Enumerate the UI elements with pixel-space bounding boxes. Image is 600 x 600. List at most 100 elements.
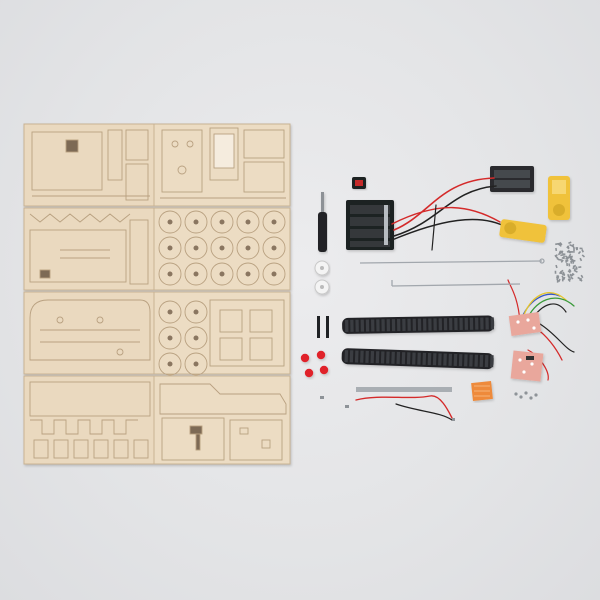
screw xyxy=(581,254,586,258)
screw xyxy=(565,259,569,264)
wooden-wheel-disc xyxy=(158,236,182,260)
screw xyxy=(572,260,575,264)
wooden-wheel-disc xyxy=(210,210,234,234)
screw xyxy=(579,247,583,250)
screw xyxy=(562,276,566,281)
screw xyxy=(569,243,573,247)
wooden-wheel-disc xyxy=(236,210,260,234)
wooden-wheel-disc xyxy=(262,210,286,234)
screw xyxy=(569,250,573,253)
orange-sticky-pad xyxy=(471,381,493,401)
screw xyxy=(560,250,564,254)
screw xyxy=(579,278,583,282)
wooden-wheel-disc xyxy=(262,236,286,260)
white-pulleys xyxy=(314,260,330,295)
screw xyxy=(573,268,576,272)
receiver-pcb xyxy=(508,312,542,336)
metal-axles xyxy=(359,258,545,287)
screw xyxy=(560,269,564,273)
screw xyxy=(573,248,575,252)
wooden-wheel-disc xyxy=(158,210,182,234)
wooden-wheel-disc xyxy=(184,352,208,376)
battery-holder-2aa xyxy=(490,166,534,192)
wooden-wheel-disc xyxy=(158,326,182,350)
wooden-wheel-disc xyxy=(262,262,286,286)
wooden-wheel-disc xyxy=(158,352,182,376)
screw xyxy=(561,256,565,260)
gear-motor-2 xyxy=(499,219,547,243)
screw xyxy=(580,274,584,279)
plywood-sheet-7 xyxy=(153,291,291,375)
screw xyxy=(554,270,557,274)
screw xyxy=(560,254,564,257)
wooden-wheel-disc xyxy=(210,262,234,286)
wooden-wheel-disc xyxy=(236,262,260,286)
tiny-screws xyxy=(514,391,538,400)
screw xyxy=(555,264,558,269)
screw xyxy=(555,247,558,252)
screw xyxy=(559,258,563,261)
screw xyxy=(567,270,571,274)
wooden-wheel-disc xyxy=(184,300,208,324)
screw xyxy=(579,257,583,262)
metal-strip xyxy=(356,387,452,392)
screw xyxy=(577,250,582,255)
screw xyxy=(570,258,574,261)
controller-pcb xyxy=(510,350,544,382)
screw xyxy=(569,273,573,277)
screw xyxy=(581,249,584,253)
screwdriver xyxy=(318,192,327,252)
screw xyxy=(556,279,559,283)
wooden-wheel-disc xyxy=(158,300,182,324)
screw xyxy=(576,247,579,251)
wooden-wheel-disc xyxy=(184,210,208,234)
tank-tracks xyxy=(341,315,495,370)
screw xyxy=(557,278,561,283)
plywood-sheet-1 xyxy=(23,123,155,207)
wooden-wheel-disc xyxy=(184,236,208,260)
track-belt xyxy=(342,315,495,334)
screw xyxy=(568,253,572,258)
screw xyxy=(568,268,572,273)
red-beads xyxy=(300,350,329,378)
screw xyxy=(554,254,558,257)
screw xyxy=(555,243,559,246)
screw xyxy=(575,266,578,270)
screw xyxy=(568,241,572,244)
wooden-wheel-disc xyxy=(158,262,182,286)
screw xyxy=(578,266,582,269)
plywood-sheet-3 xyxy=(23,291,155,375)
screw xyxy=(567,256,572,259)
gear-motor-1 xyxy=(548,176,570,220)
rocker-switch xyxy=(352,177,366,189)
wooden-wheel-disc xyxy=(210,236,234,260)
screw xyxy=(568,263,571,267)
wooden-wheel-disc xyxy=(184,326,208,350)
screw xyxy=(561,273,566,277)
screw xyxy=(567,278,572,281)
screw xyxy=(572,245,575,249)
screw xyxy=(559,242,563,246)
small-metal-parts xyxy=(320,396,455,421)
screw xyxy=(556,275,560,279)
screw xyxy=(577,276,581,280)
screw-pile xyxy=(554,241,586,283)
screw xyxy=(572,264,577,268)
screw xyxy=(566,262,569,267)
screw xyxy=(567,275,571,279)
wooden-wheel-disc xyxy=(184,262,208,286)
screw xyxy=(571,272,574,277)
screw xyxy=(566,246,570,250)
battery-holder-4aa xyxy=(346,200,394,250)
screw xyxy=(557,252,562,256)
laser-cut-plywood-sheets xyxy=(23,123,291,465)
screw xyxy=(571,251,575,253)
screw xyxy=(559,272,563,275)
track-belt xyxy=(341,348,494,370)
screw xyxy=(570,276,574,280)
black-pins xyxy=(317,316,329,338)
wooden-wheel-disc xyxy=(236,236,260,260)
screw xyxy=(560,259,564,263)
